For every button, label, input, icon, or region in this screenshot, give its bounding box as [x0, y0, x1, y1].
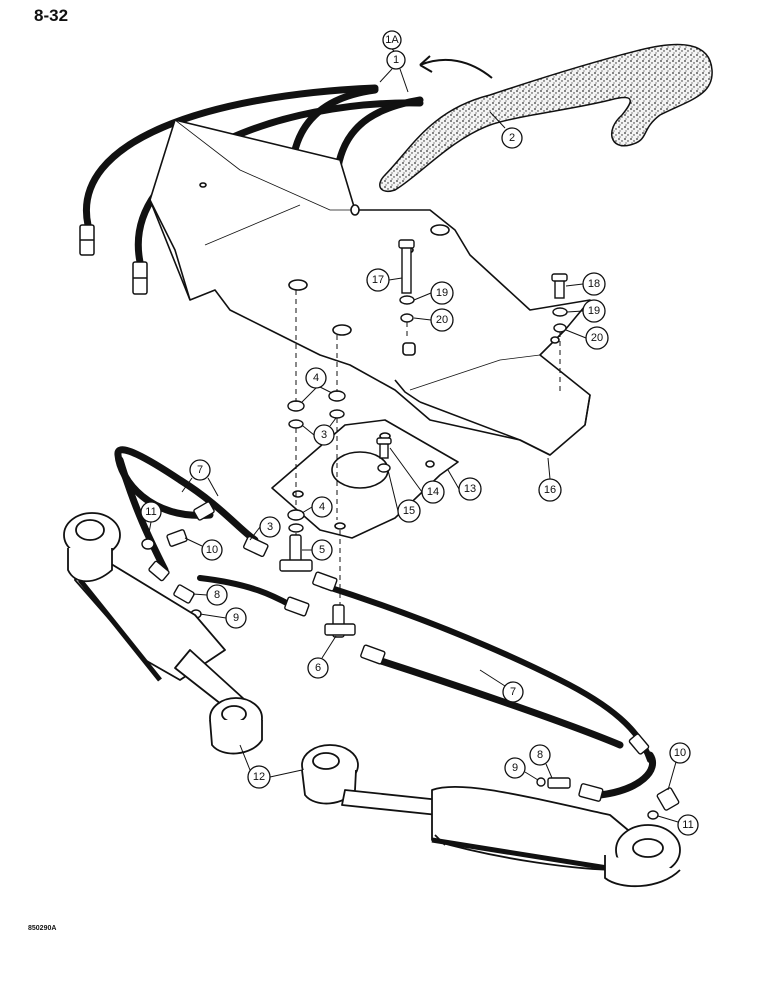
- callout-9-lower: 9: [504, 757, 526, 779]
- callout-8-lower: 8: [529, 744, 551, 766]
- mounting-plate: [271, 419, 459, 539]
- hardware: [287, 239, 568, 533]
- callout-17: 17: [366, 268, 390, 292]
- svg-text:11: 11: [145, 506, 156, 518]
- svg-text:9: 9: [233, 612, 239, 624]
- svg-text:18: 18: [588, 278, 600, 290]
- svg-text:17: 17: [372, 274, 384, 286]
- callout-20-right: 20: [585, 326, 609, 350]
- svg-text:6: 6: [315, 662, 321, 674]
- svg-text:1A: 1A: [385, 34, 399, 46]
- svg-text:8: 8: [537, 749, 543, 761]
- svg-text:20: 20: [591, 332, 603, 344]
- callout-1a: 1A: [382, 30, 402, 50]
- svg-text:10: 10: [206, 544, 218, 556]
- svg-text:3: 3: [267, 521, 273, 533]
- callout-13: 13: [458, 477, 482, 501]
- callout-2: 2: [501, 127, 523, 149]
- callout-4-lower: 4: [311, 496, 333, 518]
- callout-12: 12: [247, 765, 271, 789]
- svg-text:7: 7: [510, 686, 516, 698]
- callout-10-upper: 10: [201, 539, 223, 561]
- callout-leaders: [147, 48, 679, 823]
- callout-7-lower: 7: [502, 681, 524, 703]
- tee-fittings: [141, 529, 680, 820]
- leader-lines: [295, 290, 561, 612]
- svg-text:19: 19: [588, 305, 600, 317]
- callout-6: 6: [307, 657, 329, 679]
- callout-5: 5: [311, 539, 333, 561]
- direction-arrow: [419, 55, 493, 79]
- callout-18: 18: [582, 272, 606, 296]
- callout-8-upper: 8: [206, 584, 228, 606]
- callout-15: 15: [397, 499, 421, 523]
- callout-20-left: 20: [430, 308, 454, 332]
- callout-4-upper: 4: [305, 367, 327, 389]
- svg-text:4: 4: [319, 501, 325, 513]
- page-number: 8-32: [34, 6, 69, 25]
- svg-text:11: 11: [682, 819, 693, 831]
- figure-code: 850290A: [28, 925, 57, 932]
- hose-fittings-lower: [148, 501, 650, 802]
- svg-text:8: 8: [214, 589, 220, 601]
- callout-7-upper: 7: [189, 459, 211, 481]
- callout-11-lower: 11: [677, 814, 699, 836]
- callout-9-upper: 9: [225, 607, 247, 629]
- svg-text:19: 19: [436, 287, 448, 299]
- callout-1: 1: [386, 50, 406, 70]
- foam-seal: [379, 43, 713, 192]
- cylinder-bottom: [301, 744, 681, 888]
- svg-text:20: 20: [436, 314, 448, 326]
- svg-text:9: 9: [512, 762, 518, 774]
- callout-11-upper: 11: [140, 501, 162, 523]
- svg-text:14: 14: [427, 486, 439, 498]
- cylinder-left: [63, 512, 263, 755]
- svg-text:13: 13: [464, 483, 476, 495]
- callout-10-lower: 10: [669, 742, 691, 764]
- svg-text:12: 12: [253, 771, 265, 783]
- callout-19-right: 19: [582, 299, 606, 323]
- svg-text:10: 10: [674, 747, 686, 759]
- callout-14: 14: [421, 480, 445, 504]
- svg-text:5: 5: [319, 544, 325, 556]
- callout-19-left: 19: [430, 281, 454, 305]
- svg-text:3: 3: [321, 429, 327, 441]
- svg-text:15: 15: [403, 505, 415, 517]
- svg-text:1: 1: [393, 54, 399, 66]
- callouts: 1A 1 2 17 19 20 18 19 20 4 3 13 14 15 16…: [140, 30, 699, 836]
- svg-text:2: 2: [509, 132, 515, 144]
- svg-text:4: 4: [313, 372, 319, 384]
- callout-16: 16: [538, 478, 562, 502]
- callout-3-lower: 3: [259, 516, 281, 538]
- svg-text:7: 7: [197, 464, 203, 476]
- callout-3-upper: 3: [313, 424, 335, 446]
- svg-text:16: 16: [544, 484, 556, 496]
